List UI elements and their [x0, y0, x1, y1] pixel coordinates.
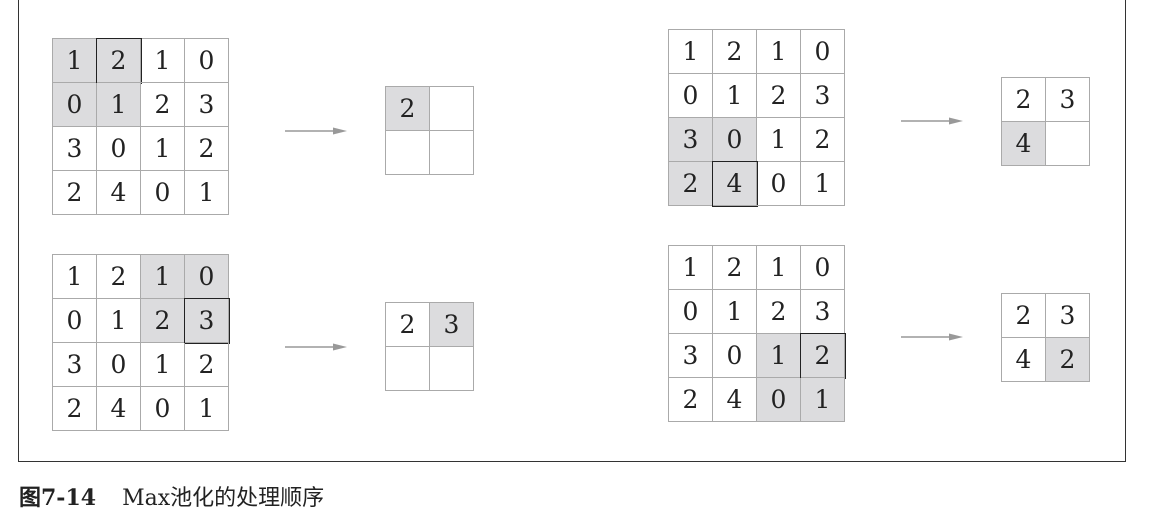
- input-cell: 2: [669, 378, 713, 422]
- output-cell: [1046, 122, 1090, 166]
- input-cell: 0: [713, 334, 757, 378]
- output-cell: 4: [1002, 338, 1046, 382]
- output-cell: [430, 131, 474, 175]
- input-cell: 0: [53, 83, 97, 127]
- input-cell: 2: [53, 171, 97, 215]
- input-cell: 4: [97, 171, 141, 215]
- input-cell: 2: [669, 162, 713, 206]
- input-cell: 1: [141, 39, 185, 83]
- input-cell: 1: [97, 299, 141, 343]
- input-cell: 2: [141, 83, 185, 127]
- input-cell: 0: [801, 30, 845, 74]
- input-cell: 2: [713, 246, 757, 290]
- input-cell: 3: [801, 74, 845, 118]
- input-cell: 2: [713, 30, 757, 74]
- input-cell: 2: [757, 290, 801, 334]
- input-cell: 0: [185, 39, 229, 83]
- input-cell: 0: [141, 387, 185, 431]
- input-cell: 1: [757, 30, 801, 74]
- output-matrix-step-1: 2: [385, 86, 474, 175]
- input-cell: 0: [757, 378, 801, 422]
- input-cell: 1: [801, 378, 845, 422]
- input-cell: 0: [801, 246, 845, 290]
- input-cell: 1: [669, 30, 713, 74]
- output-cell: [430, 87, 474, 131]
- input-cell: 1: [713, 290, 757, 334]
- input-cell: 1: [713, 74, 757, 118]
- input-cell: 1: [141, 255, 185, 299]
- input-cell: 3: [669, 334, 713, 378]
- output-cell: [386, 131, 430, 175]
- input-cell: 1: [185, 171, 229, 215]
- input-cell: 2: [95, 37, 142, 84]
- input-cell: 3: [669, 118, 713, 162]
- input-cell: 4: [713, 378, 757, 422]
- input-cell: 2: [185, 127, 229, 171]
- output-cell: 2: [1046, 338, 1090, 382]
- input-cell: 0: [757, 162, 801, 206]
- arrow-icon: [901, 117, 963, 125]
- input-cell: 1: [53, 255, 97, 299]
- input-cell: 0: [97, 343, 141, 387]
- input-cell: 1: [757, 246, 801, 290]
- input-cell: 3: [801, 290, 845, 334]
- input-cell: 4: [711, 160, 758, 207]
- arrow-icon: [285, 343, 347, 351]
- input-cell: 2: [757, 74, 801, 118]
- figure-caption: 图7-14 Max池化的处理顺序: [19, 480, 324, 512]
- input-cell: 1: [757, 118, 801, 162]
- output-cell: 2: [1002, 294, 1046, 338]
- input-cell: 2: [97, 255, 141, 299]
- input-cell: 1: [669, 246, 713, 290]
- input-cell: 2: [185, 343, 229, 387]
- input-cell: 0: [53, 299, 97, 343]
- output-cell: [430, 347, 474, 391]
- output-cell: 2: [386, 87, 430, 131]
- figure-frame: [18, 0, 1126, 462]
- input-cell: 3: [53, 127, 97, 171]
- output-cell: 2: [386, 303, 430, 347]
- output-cell: 3: [1046, 78, 1090, 122]
- input-cell: 1: [141, 343, 185, 387]
- input-cell: 1: [757, 334, 801, 378]
- output-cell: 3: [1046, 294, 1090, 338]
- input-cell: 0: [141, 171, 185, 215]
- input-cell: 3: [183, 297, 230, 344]
- input-cell: 0: [669, 74, 713, 118]
- input-cell: 0: [185, 255, 229, 299]
- input-cell: 0: [97, 127, 141, 171]
- output-cell: 3: [430, 303, 474, 347]
- arrow-icon: [285, 127, 347, 135]
- input-cell: 2: [141, 299, 185, 343]
- input-cell: 1: [801, 162, 845, 206]
- input-cell: 3: [53, 343, 97, 387]
- input-cell: 1: [185, 387, 229, 431]
- input-cell: 1: [53, 39, 97, 83]
- output-cell: [386, 347, 430, 391]
- input-cell: 3: [185, 83, 229, 127]
- input-cell: 2: [53, 387, 97, 431]
- figure-title: Max池化的处理顺序: [122, 486, 325, 511]
- input-cell: 4: [97, 387, 141, 431]
- input-cell: 2: [799, 332, 846, 379]
- figure-number: 图7-14: [19, 485, 97, 511]
- output-cell: 4: [1002, 122, 1046, 166]
- arrow-icon: [901, 333, 963, 341]
- input-cell: 1: [97, 83, 141, 127]
- input-cell: 0: [713, 118, 757, 162]
- input-cell: 0: [669, 290, 713, 334]
- input-cell: 2: [801, 118, 845, 162]
- input-cell: 1: [141, 127, 185, 171]
- output-cell: 2: [1002, 78, 1046, 122]
